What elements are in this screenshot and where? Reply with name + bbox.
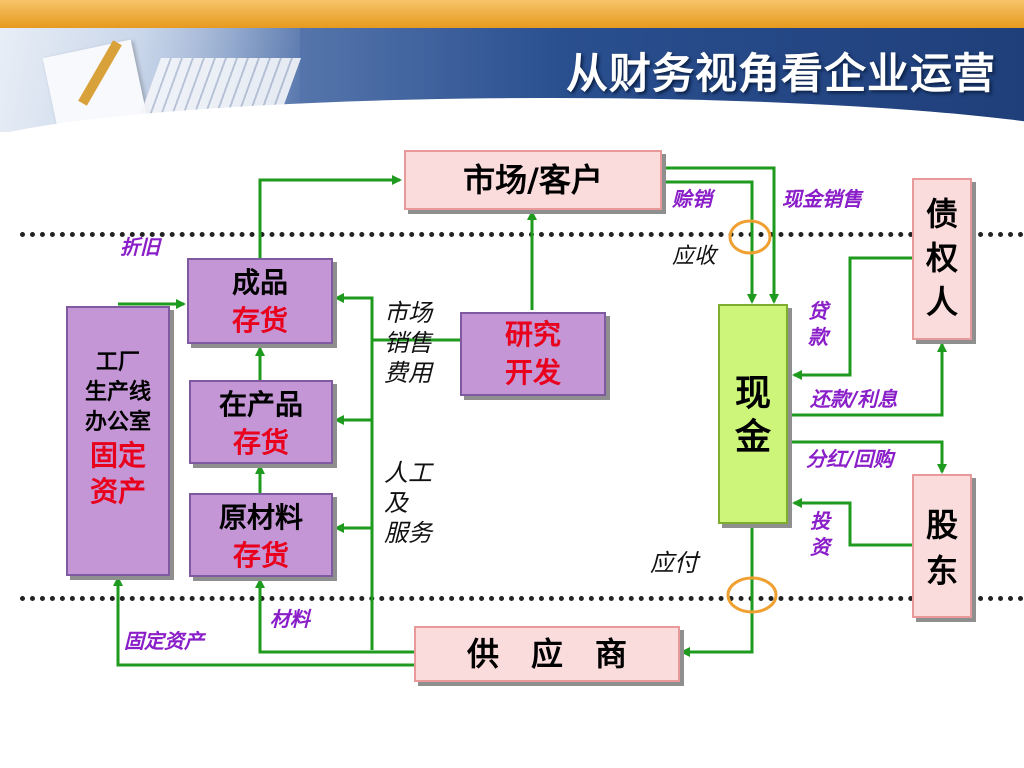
- arrow-invest: [792, 498, 912, 547]
- arrow-expense-to-finished: [334, 293, 374, 650]
- loan-label-1: 贷: [808, 299, 828, 323]
- arrow-creditor-loan: [792, 256, 912, 380]
- creditor-box: 债 权 人: [912, 178, 972, 340]
- dividend-label: 分红/回购: [806, 447, 894, 471]
- payable-label: 应付: [650, 549, 698, 577]
- labor-line-1: 人工: [384, 459, 432, 487]
- raw-materials-box: 原材料 存货: [189, 493, 333, 577]
- finished-goods-label: 成品: [231, 266, 288, 299]
- header-banner: [0, 28, 1024, 132]
- arrow-supplier-to-fixed: [113, 576, 414, 667]
- creditor-label-1: 债: [925, 195, 958, 233]
- arrow-supplier-to-raw: [255, 578, 414, 654]
- finished-goods-box: 成品 存货: [187, 258, 333, 344]
- marketing-line-1: 市场: [384, 299, 432, 327]
- payable-circle: [726, 576, 778, 614]
- creditor-label-2: 权: [925, 239, 958, 277]
- rnd-box: 研究 开发: [460, 312, 606, 396]
- fixed-assets-factory: 工厂: [95, 350, 140, 375]
- labor-services-label: 人工 及 服务: [384, 458, 432, 548]
- arrow-credit-sale: [662, 166, 779, 304]
- market-customer-box: 市场/客户: [404, 150, 662, 210]
- fixed-assets-title-1: 固定: [89, 439, 146, 472]
- cash-label-1: 现: [734, 373, 771, 414]
- arrow-dividend: [790, 440, 947, 474]
- arrow-finished-to-market: [258, 175, 402, 258]
- fixed-asset-purchase-label: 固定资产: [124, 629, 204, 653]
- material-label: 材料: [270, 607, 310, 631]
- shareholder-label-1: 股: [925, 506, 958, 544]
- arrow-repay: [790, 342, 947, 417]
- creditor-label-3: 人: [925, 283, 958, 321]
- raw-materials-inventory: 存货: [232, 539, 289, 572]
- receivable-circle: [728, 219, 772, 255]
- invest-label-2: 资: [810, 535, 830, 559]
- fixed-assets-box: 工厂 生产线 办公室 固定 资产: [66, 306, 170, 576]
- depreciation-label: 折旧: [120, 235, 160, 259]
- dotted-divider-top: [20, 232, 1024, 237]
- dotted-divider-bottom: [20, 596, 1024, 601]
- labor-line-3: 服务: [384, 519, 432, 547]
- cash-sale-label: 现金销售: [782, 187, 862, 211]
- supplier-box: 供 应 商: [414, 626, 680, 682]
- cash-label-2: 金: [734, 417, 771, 458]
- fixed-assets-title-2: 资产: [89, 475, 146, 508]
- arrow-cash-sale: [662, 180, 757, 304]
- fixed-assets-line: 生产线: [84, 380, 151, 405]
- repay-label: 还款/利息: [810, 387, 898, 411]
- receivable-label: 应收: [672, 244, 717, 269]
- marketing-line-2: 销售: [384, 329, 432, 357]
- finished-goods-inventory: 存货: [231, 304, 288, 337]
- raw-materials-label: 原材料: [218, 501, 303, 534]
- top-accent-bar: [0, 0, 1024, 28]
- wip-inventory: 存货: [232, 426, 289, 459]
- marketing-expense-label: 市场 销售 费用: [384, 298, 432, 388]
- credit-sale-label: 赊销: [672, 187, 712, 211]
- wip-box: 在产品 存货: [189, 380, 333, 464]
- labor-line-2: 及: [384, 489, 408, 517]
- page-title: 从财务视角看企业运营: [565, 49, 996, 98]
- wip-label: 在产品: [218, 388, 303, 421]
- invest-label: 投 资: [810, 508, 830, 560]
- cash-box: 现 金: [718, 304, 788, 524]
- rnd-label-2: 开发: [504, 356, 561, 389]
- arrow-cash-to-supplier: [680, 528, 754, 657]
- loan-label-2: 款: [808, 325, 828, 349]
- rnd-label-1: 研究: [504, 318, 561, 351]
- shareholder-box: 股 东: [912, 474, 972, 618]
- shareholder-label-2: 东: [925, 552, 958, 590]
- fixed-assets-office: 办公室: [84, 410, 151, 435]
- loan-label: 贷 款: [808, 298, 828, 350]
- invest-label-1: 投: [810, 509, 830, 533]
- marketing-line-3: 费用: [384, 359, 432, 387]
